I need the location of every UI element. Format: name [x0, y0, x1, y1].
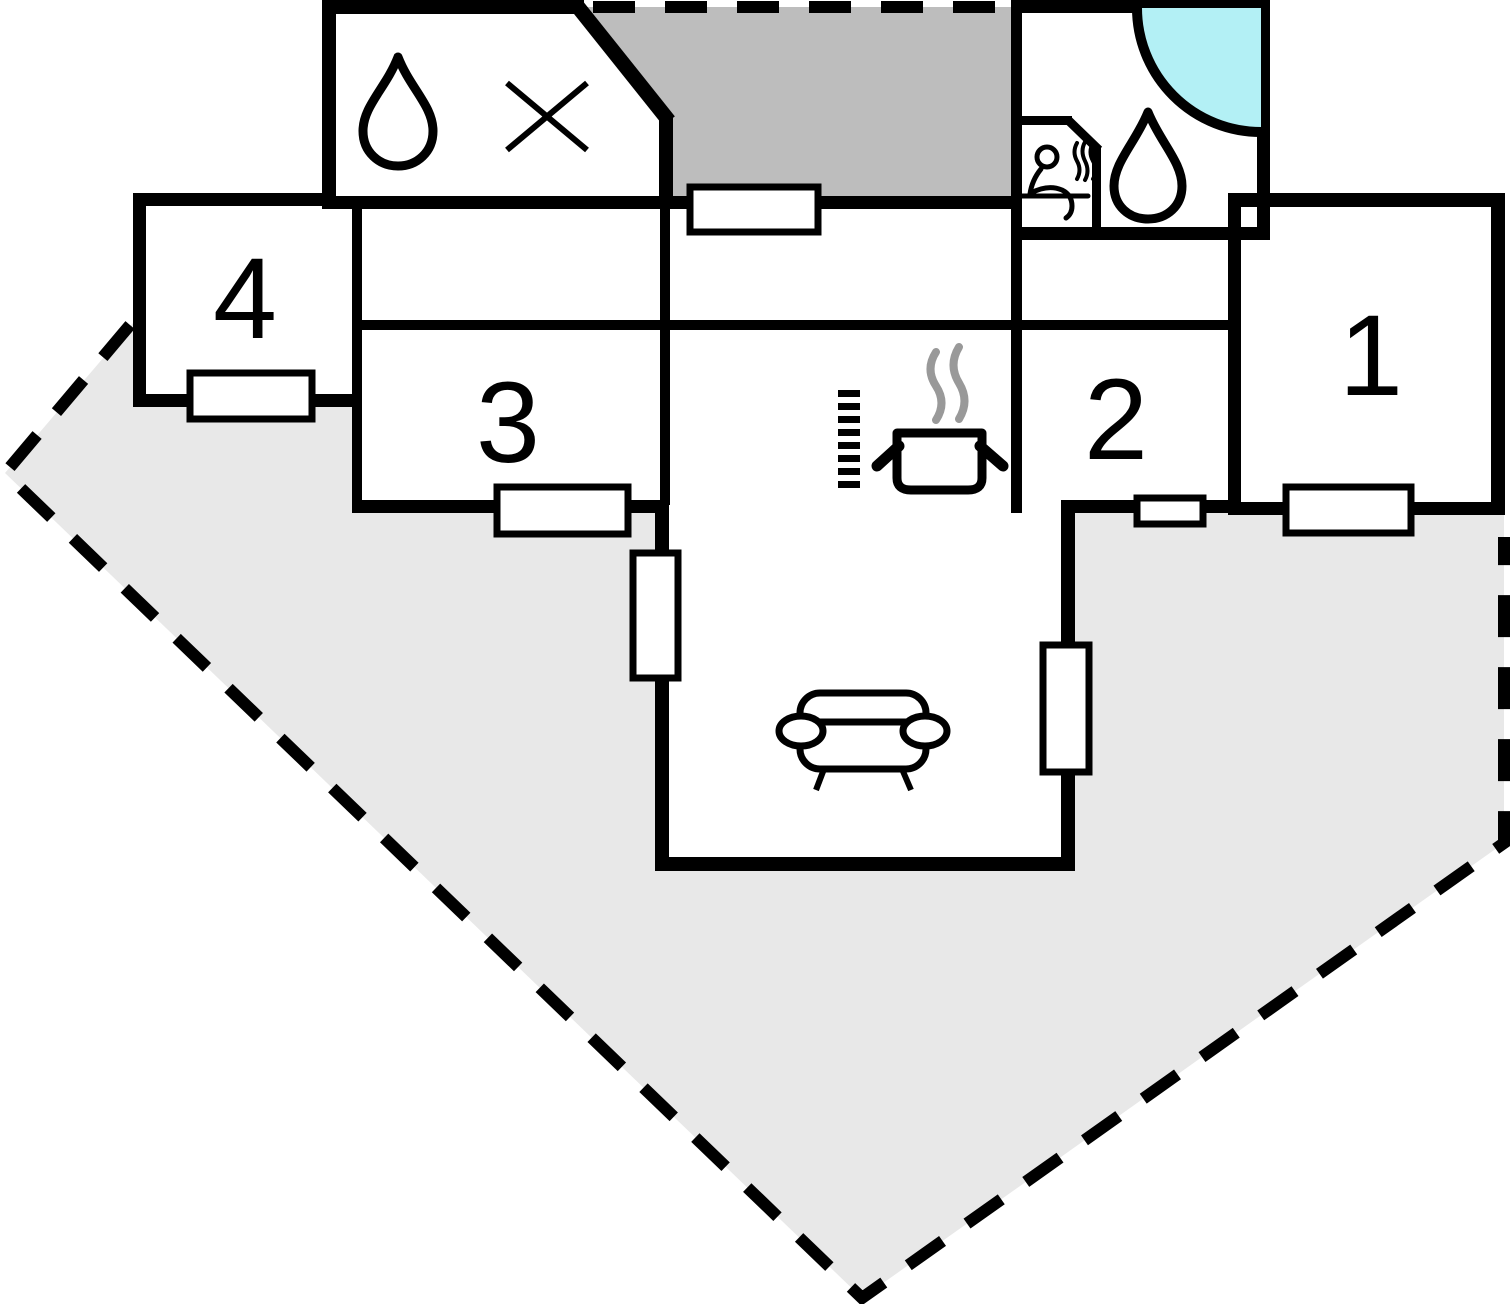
pot-steam-icon [871, 343, 1009, 495]
sauna-icon [1019, 140, 1098, 221]
window-marker [1282, 483, 1415, 537]
window-marker [1039, 641, 1093, 776]
water-drop-icon [358, 52, 438, 171]
window-marker [1133, 494, 1207, 528]
room-label-4: 4 [213, 235, 277, 363]
window-marker [629, 549, 682, 682]
room-label-1: 1 [1339, 292, 1403, 420]
terrace-light [5, 323, 1504, 1298]
openings [186, 183, 1415, 776]
window-marker [186, 369, 316, 423]
room-label-2: 2 [1084, 356, 1148, 484]
door-marker [686, 183, 822, 236]
stove-icon [838, 390, 860, 488]
walls [133, 0, 1505, 871]
terrace-dark [585, 7, 1011, 203]
water-drop-icon [1109, 107, 1187, 224]
cross-icon [505, 80, 589, 153]
window-marker [493, 483, 632, 538]
room-label-3: 3 [476, 359, 540, 487]
shower-corner-icon [1132, 7, 1262, 137]
sofa-icon [775, 689, 951, 792]
